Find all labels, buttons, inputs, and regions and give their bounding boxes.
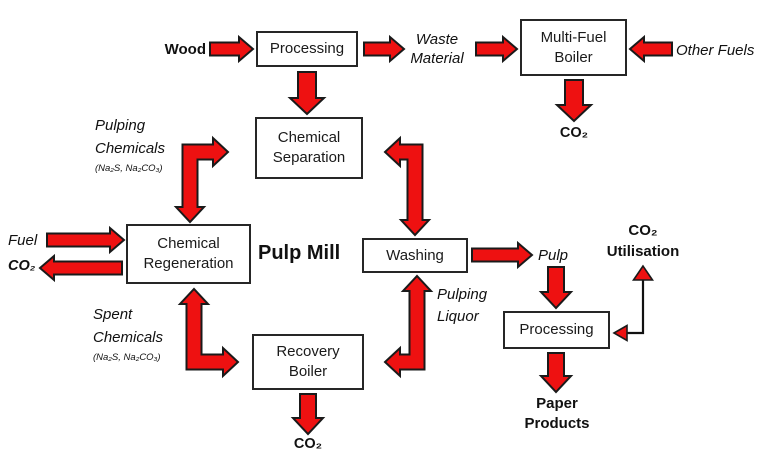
box-processing-top: Processing (256, 31, 358, 67)
box-multi-fuel-boiler: Multi-Fuel Boiler (520, 19, 627, 76)
box-label: Processing (519, 321, 594, 338)
arrow-chemical-separation-washing (383, 135, 432, 237)
box-processing-bottom: Processing (503, 311, 610, 349)
arrow-pulping-liquor-loop (383, 274, 434, 379)
box-label: Regeneration (143, 255, 234, 272)
label-other-fuels: Other Fuels (676, 42, 755, 59)
box-label: Washing (386, 246, 444, 264)
box-label: Chemical (157, 235, 220, 252)
arrow-processing-to-paper-products (538, 352, 574, 394)
arrow-other-fuels-to-boiler (628, 34, 673, 64)
arrow-fuel-to-chemical-regeneration (46, 225, 126, 255)
box-label: Recovery (276, 343, 340, 360)
arrowhead-to-processing-bottom (612, 324, 628, 342)
box-chemical-separation: Chemical Separation (255, 117, 363, 179)
box-recovery-boiler: Recovery Boiler (252, 334, 364, 390)
label-co2-regeneration: CO₂ (8, 258, 36, 274)
arrow-spent-chemicals-loop (177, 287, 240, 379)
box-chemical-regeneration: Chemical Regeneration (126, 224, 251, 284)
arrow-waste-material-to-boiler (475, 34, 519, 64)
label-spent-chemicals: Spent Chemicals (Na₂S, Na₂CO₃) (93, 303, 208, 364)
label-wood: Wood (164, 41, 206, 58)
arrow-processing-to-waste-material (363, 34, 406, 64)
arrow-processing-to-chemical-separation (287, 71, 327, 116)
label-co2-utilisation: CO₂ Utilisation (606, 222, 680, 260)
box-label: Boiler (554, 48, 593, 66)
label-waste-material: Waste Material (410, 31, 464, 67)
box-label: Multi-Fuel (540, 28, 607, 46)
arrow-pulping-chemicals-loop (173, 135, 230, 224)
arrowhead-to-co2-utilisation (631, 264, 655, 281)
connector-co2-utilisation-line (627, 279, 645, 335)
label-pulping-liquor: Pulping Liquor (437, 286, 488, 325)
label-pulp-mill-title: Pulp Mill (258, 242, 341, 264)
arrow-wood-to-processing (209, 34, 255, 64)
arrow-chemical-regeneration-to-co2 (38, 253, 123, 283)
label-paper-products: Paper Products (524, 395, 590, 432)
label-spent-chemicals-formula: (Na₂S, Na₂CO₃) (93, 352, 161, 363)
label-pulping-chemicals: Pulping Chemicals (Na₂S, Na₂CO₃) (95, 114, 210, 175)
box-label: Separation (272, 149, 346, 166)
box-washing: Washing (362, 238, 468, 273)
box-label: Boiler (288, 363, 328, 380)
label-pulping-chemicals-formula: (Na₂S, Na₂CO₃) (95, 163, 163, 174)
label-fuel: Fuel (8, 232, 38, 249)
label-co2-recovery: CO₂ (293, 436, 323, 452)
box-label: Processing (269, 40, 345, 57)
box-label: Chemical (277, 129, 341, 146)
arrow-washing-to-pulp (471, 240, 534, 270)
label-pulp: Pulp (538, 247, 569, 264)
arrow-boiler-to-co2 (554, 79, 594, 123)
label-co2-boiler: CO₂ (559, 125, 589, 141)
arrow-pulp-to-processing (538, 266, 574, 310)
arrow-recovery-boiler-to-co2 (290, 393, 326, 436)
